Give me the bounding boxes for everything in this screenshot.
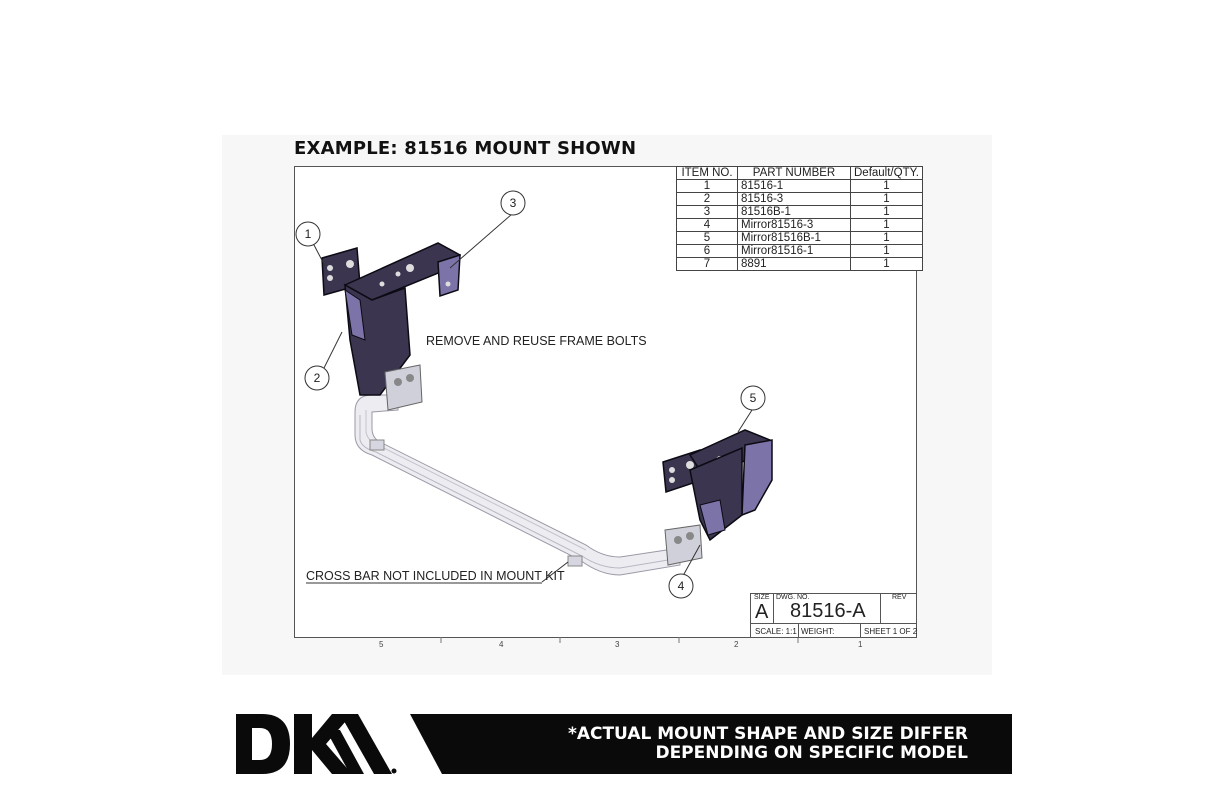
dk2-logo: [236, 714, 397, 774]
zone-label: 2: [734, 640, 739, 649]
drawing-heading: EXAMPLE: 81516 MOUNT SHOWN: [294, 138, 637, 159]
title-block-frame: [750, 593, 917, 638]
zone-label: 1: [858, 640, 863, 649]
left-bracket: [321, 242, 461, 411]
bom-part: 81516-3: [737, 192, 851, 206]
callout-balloons: [295, 190, 766, 599]
bom-item: 6: [676, 244, 738, 258]
bom-part: Mirror81516-1: [737, 244, 851, 258]
balloon-1: [295, 221, 321, 247]
bom-header-qty: Default/QTY.: [850, 166, 923, 180]
bottom-banner: [410, 714, 1012, 774]
bom-part: 81516-1: [737, 179, 851, 193]
title-size-value: A: [755, 601, 769, 623]
bom-qty: 1: [850, 218, 923, 232]
bom-qty: 1: [850, 231, 923, 245]
balloon-3: [500, 190, 526, 216]
title-dwg-label: DWG. NO.: [776, 594, 810, 601]
banner-line-1: *ACTUAL MOUNT SHAPE AND SIZE DIFFER: [567, 724, 968, 744]
banner-disclaimer: *ACTUAL MOUNT SHAPE AND SIZE DIFFER DEPE…: [568, 725, 968, 763]
title-scale: SCALE: 1:1: [755, 627, 797, 636]
bom-item: 1: [676, 179, 738, 193]
title-dwg-value: 81516-A: [790, 600, 866, 622]
balloon-label-5: 5: [749, 391, 757, 405]
bom-header-part: PART NUMBER: [737, 166, 851, 180]
note-cross-bar: CROSS BAR NOT INCLUDED IN MOUNT KIT: [306, 569, 565, 583]
right-bracket: [662, 429, 773, 566]
bom-part: Mirror81516-3: [737, 218, 851, 232]
zone-label: 4: [499, 640, 504, 649]
bom-part: 81516B-1: [737, 205, 851, 219]
balloon-label-3: 3: [509, 196, 517, 210]
banner-line-2: DEPENDING ON SPECIFIC MODEL: [655, 743, 968, 763]
bom-qty: 1: [850, 244, 923, 258]
title-weight: WEIGHT:: [801, 627, 835, 636]
note-frame-bolts: REMOVE AND REUSE FRAME BOLTS: [426, 334, 647, 348]
bom-qty: 1: [850, 179, 923, 193]
bom-item: 7: [676, 257, 738, 271]
balloon-label-4: 4: [677, 579, 685, 593]
bom-part: Mirror81516B-1: [737, 231, 851, 245]
bom-item: 2: [676, 192, 738, 206]
cross-bar: [354, 394, 681, 576]
bom-qty: 1: [850, 192, 923, 206]
callout-leaders: [306, 213, 753, 584]
balloon-label-1: 1: [304, 227, 312, 241]
title-rev-label: REV: [892, 594, 907, 601]
bom-item: 5: [676, 231, 738, 245]
zone-label: 5: [379, 640, 384, 649]
bom-part: 8891: [737, 257, 851, 271]
bom-item: 3: [676, 205, 738, 219]
title-sheet: SHEET 1 OF 2: [864, 627, 918, 636]
bom-qty: 1: [850, 205, 923, 219]
title-size-label: SIZE: [754, 594, 770, 601]
bom-item: 4: [676, 218, 738, 232]
balloon-2: [304, 365, 330, 391]
bom-qty: 1: [850, 257, 923, 271]
bom-header-item: ITEM NO.: [676, 166, 738, 180]
balloon-5: [740, 385, 766, 411]
zone-label: 3: [615, 640, 620, 649]
balloon-4: [668, 573, 694, 599]
balloon-label-2: 2: [313, 371, 321, 385]
bom-header-row: ITEM NO. PART NUMBER Default/QTY.: [676, 166, 923, 180]
